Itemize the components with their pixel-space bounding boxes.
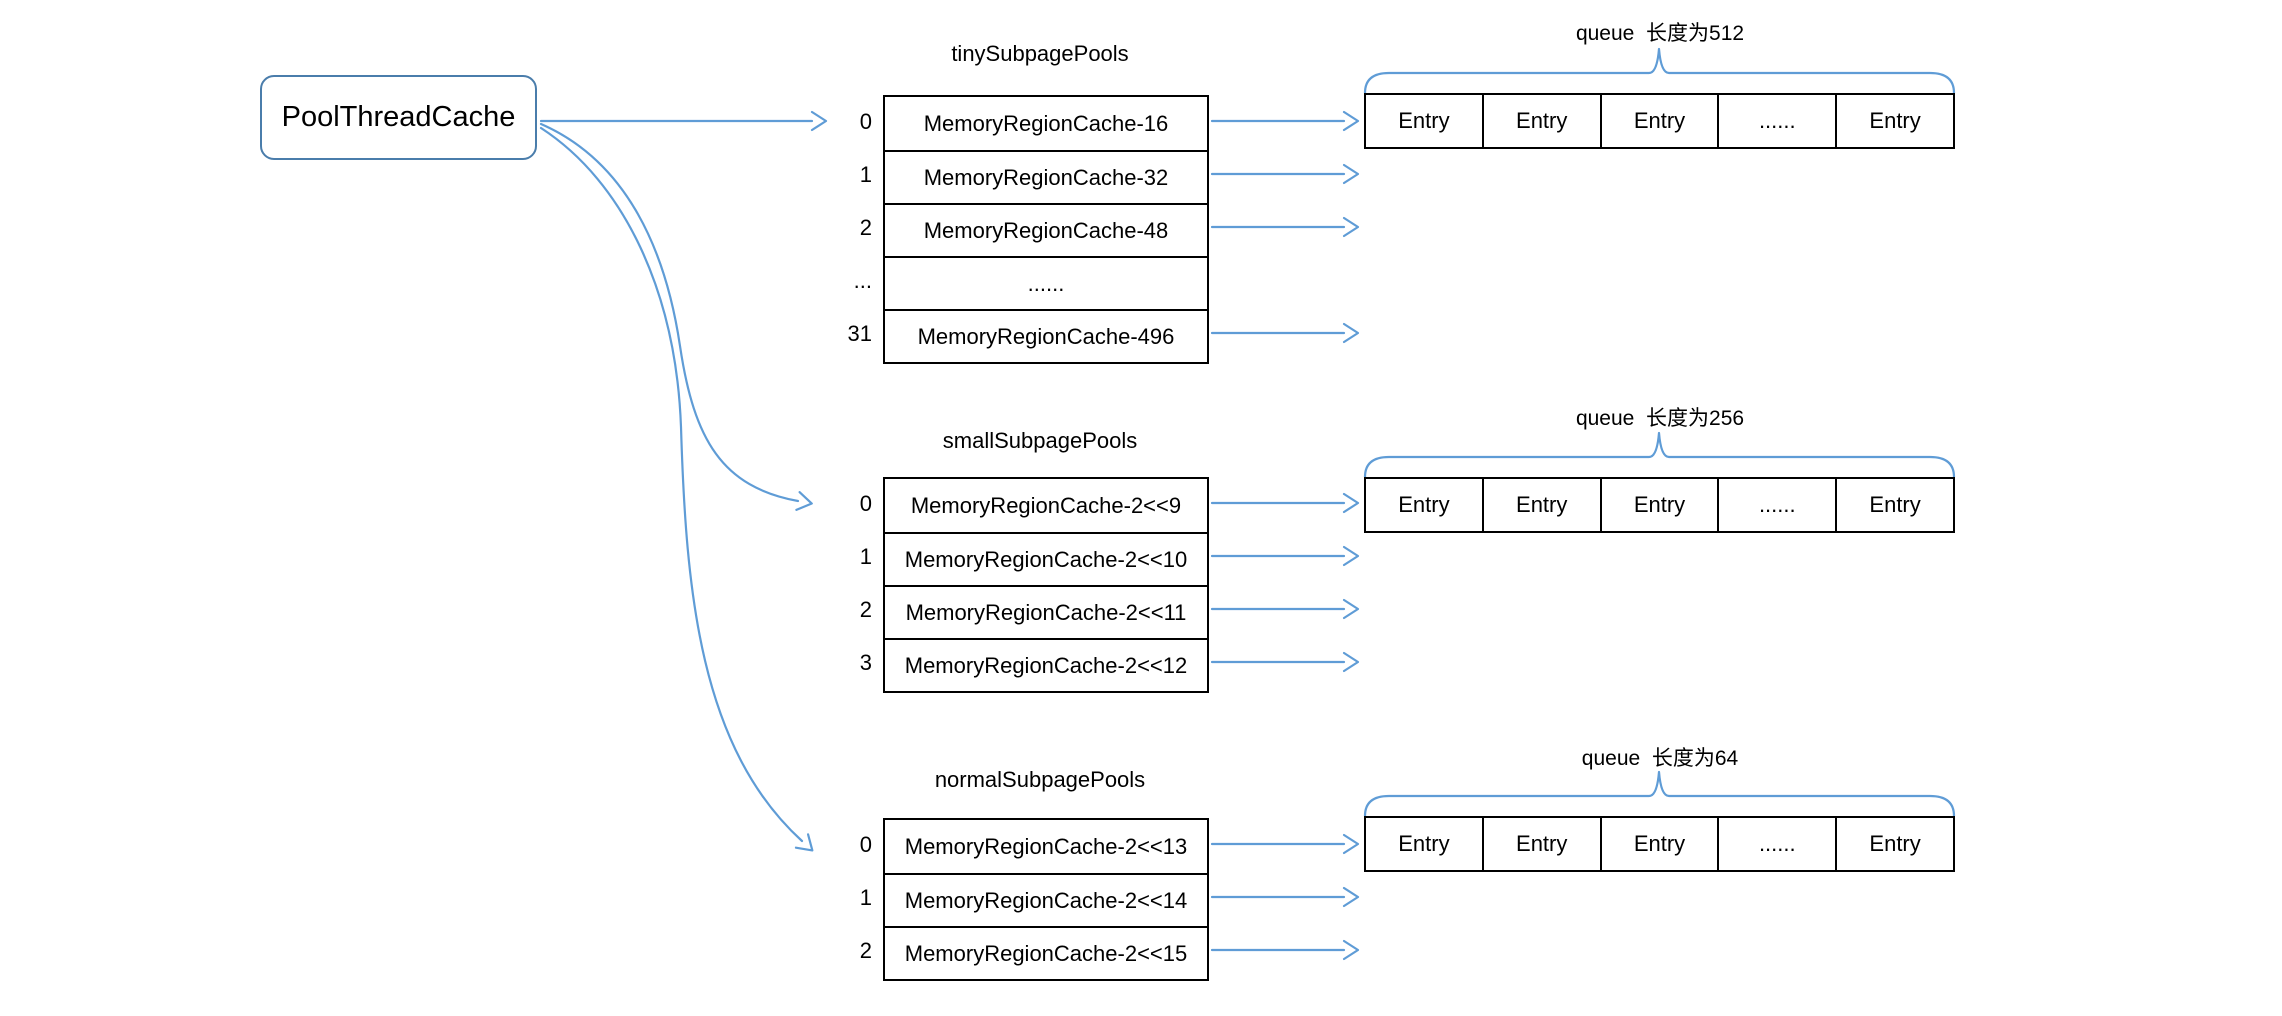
tiny-index-column: 0 1 2 ... 31 [800, 95, 872, 360]
small-subpage-pools-table: MemoryRegionCache-2<<9 MemoryRegionCache… [883, 477, 1209, 693]
row-index: 0 [859, 832, 872, 857]
queue-entry-cell: Entry [1398, 108, 1450, 133]
small-queue-row: Entry Entry Entry ...... Entry [1364, 477, 1955, 533]
table-row: MemoryRegionCache-2<<13 [904, 833, 1188, 859]
normal-index-column: 0 1 2 [800, 818, 872, 977]
normal-row-arrows [1210, 833, 1360, 961]
queue-braces [1363, 47, 1956, 818]
queue-entry-cell: Entry [1481, 479, 1600, 531]
small-subpage-pools-title: smallSubpagePools [942, 428, 1138, 453]
queue-entry-cell: Entry [1835, 818, 1953, 870]
arrow-root-to-normal [539, 126, 814, 852]
queue-entry-cell: ...... [1717, 479, 1835, 531]
small-queue-length-label: queue 长度为256 [1575, 407, 1745, 430]
pool-thread-cache-label: PoolThreadCache [281, 101, 516, 133]
row-index: 31 [847, 321, 872, 346]
row-index: 1 [859, 162, 872, 187]
normal-queue-length-label: queue 长度为64 [1581, 747, 1739, 770]
row-index: 1 [859, 544, 872, 569]
row-index: ... [853, 268, 872, 293]
queue-brace-tiny [1363, 47, 1956, 95]
normal-queue-row: Entry Entry Entry ...... Entry [1364, 816, 1955, 872]
queue-entry-cell: Entry [1481, 818, 1600, 870]
normal-subpage-pools-title: normalSubpagePools [934, 767, 1146, 792]
queue-entry-cell: ...... [1717, 95, 1835, 147]
small-index-column: 0 1 2 3 [800, 477, 872, 689]
table-row: MemoryRegionCache-2<<12 [885, 638, 1207, 691]
row-index: 2 [859, 938, 872, 963]
tiny-subpage-pools-title: tinySubpagePools [951, 41, 1129, 66]
tiny-queue-row: Entry Entry Entry ...... Entry [1364, 93, 1955, 149]
table-row: MemoryRegionCache-2<<10 [885, 532, 1207, 585]
table-row: ...... [885, 256, 1207, 309]
pool-thread-cache-box: PoolThreadCache [260, 75, 537, 160]
queue-entry-cell: ...... [1717, 818, 1835, 870]
queue-brace-normal [1363, 770, 1956, 818]
row-index: 1 [859, 885, 872, 910]
arrow-root-to-small [539, 122, 813, 511]
small-row-arrows [1210, 492, 1360, 673]
row-index: 0 [859, 491, 872, 516]
queue-entry-cell: Entry [1398, 492, 1450, 517]
queue-entry-cell: Entry [1835, 95, 1953, 147]
row-index: 2 [859, 597, 872, 622]
queue-entry-cell: Entry [1398, 831, 1450, 856]
root-to-table-arrows [539, 110, 828, 852]
row-index: 0 [859, 109, 872, 134]
normal-subpage-pools-table: MemoryRegionCache-2<<13 MemoryRegionCach… [883, 818, 1209, 981]
table-row: MemoryRegionCache-16 [923, 110, 1169, 136]
queue-brace-small [1363, 431, 1956, 479]
table-row: MemoryRegionCache-2<<14 [885, 873, 1207, 926]
table-row: MemoryRegionCache-32 [885, 150, 1207, 203]
table-row: MemoryRegionCache-2<<11 [885, 585, 1207, 638]
queue-entry-cell: Entry [1599, 818, 1718, 870]
tiny-queue-length-label: queue 长度为512 [1575, 22, 1745, 45]
row-index: 3 [859, 650, 872, 675]
table-row: MemoryRegionCache-48 [885, 203, 1207, 256]
queue-entry-cell: Entry [1835, 479, 1953, 531]
table-row: MemoryRegionCache-496 [885, 309, 1207, 362]
table-row: MemoryRegionCache-2<<9 [910, 492, 1182, 518]
tiny-subpage-pools-table: MemoryRegionCache-16 MemoryRegionCache-3… [883, 95, 1209, 364]
queue-entry-cell: Entry [1599, 479, 1718, 531]
queue-entry-cell: Entry [1481, 95, 1600, 147]
tiny-row-arrows [1210, 110, 1360, 344]
row-index: 2 [859, 215, 872, 240]
table-row: MemoryRegionCache-2<<15 [885, 926, 1207, 979]
queue-entry-cell: Entry [1599, 95, 1718, 147]
